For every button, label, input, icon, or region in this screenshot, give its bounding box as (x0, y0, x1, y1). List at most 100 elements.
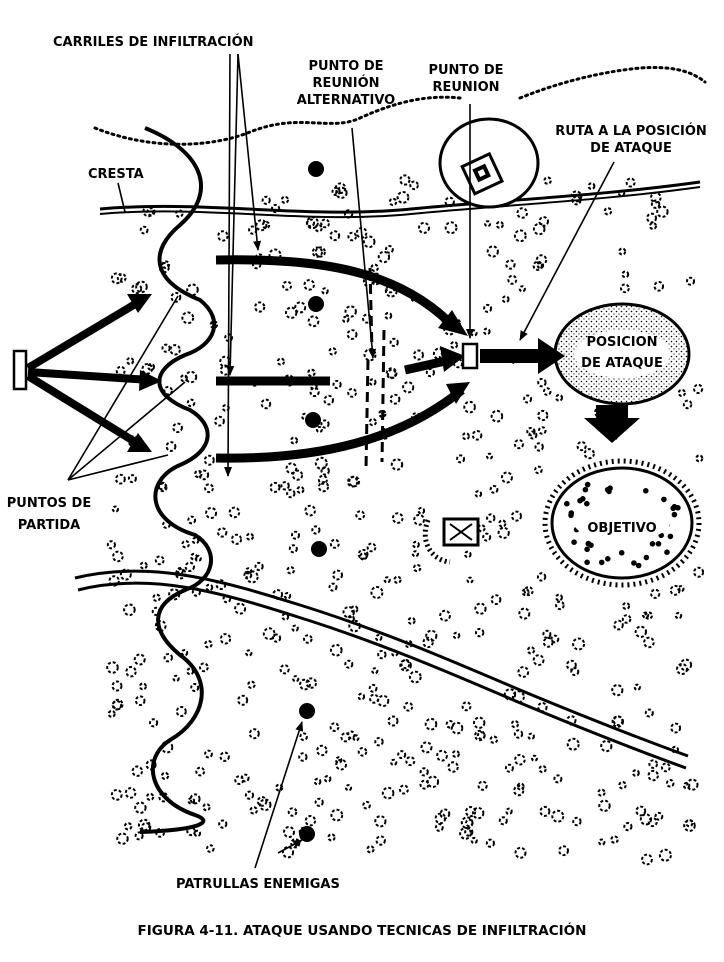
shrub-icon (377, 649, 387, 660)
shrub-icon (281, 846, 295, 859)
shrub-icon (461, 432, 470, 441)
shrub-icon (280, 195, 289, 204)
shrub-icon (362, 800, 371, 810)
shrub-icon (217, 527, 228, 538)
shrub-icon (247, 680, 256, 689)
shrub-icon (357, 747, 368, 757)
shrub-icon (695, 454, 704, 463)
shrub-icon (111, 700, 123, 711)
shrub-icon (161, 343, 171, 353)
shrub-icon (352, 734, 360, 742)
shrub-icon (311, 246, 323, 258)
shrub-icon (189, 793, 201, 805)
shrub-icon (314, 456, 328, 470)
shrub-icon (306, 218, 316, 228)
shrub-icon (633, 683, 641, 691)
shrub-icon (507, 274, 518, 285)
shrub-icon (309, 386, 320, 398)
shrub-icon (346, 329, 358, 340)
shrub-icon (693, 566, 705, 578)
shrub-icon (536, 261, 545, 270)
shrub-icon (471, 430, 483, 441)
shrub-icon (329, 230, 341, 242)
objective-cover-icon (571, 539, 577, 545)
shrub-icon (240, 773, 250, 783)
objective-cover-icon (670, 505, 676, 512)
shrub-icon (110, 789, 123, 801)
shrub-icon (647, 769, 659, 782)
shrub-icon (175, 568, 187, 580)
shrub-icon (369, 693, 380, 704)
shrub-icon (532, 222, 546, 236)
shrub-icon (649, 222, 657, 230)
shrub-icon (622, 602, 631, 610)
shrub-icon (139, 225, 149, 235)
shrub-icon (542, 636, 554, 648)
shrub-icon (518, 607, 531, 620)
shrub-icon (147, 363, 156, 371)
shrub-icon (294, 301, 307, 314)
shrub-icon (321, 287, 329, 295)
shrub-icon (347, 387, 358, 398)
start-point-marker (12, 349, 28, 391)
label-attack-position: POSICION DE ATAQUE (581, 335, 663, 371)
shrub-icon (459, 827, 472, 840)
shrub-icon (170, 291, 182, 303)
shrub-icon (523, 394, 533, 404)
shrub-icon (513, 439, 525, 450)
shrub-icon (350, 605, 359, 614)
shrub-icon (420, 741, 433, 754)
shrub-icon (500, 471, 513, 484)
shrub-icon (204, 640, 213, 649)
shrub-icon (291, 469, 304, 481)
shrub-icon (505, 807, 513, 815)
enemy-patrol (305, 412, 321, 428)
shrub-icon (405, 756, 416, 767)
shrub-icon (323, 775, 332, 783)
shrub-icon (377, 694, 390, 708)
shrub-icon (209, 320, 219, 329)
shrub-icon (489, 735, 498, 744)
shrub-icon (328, 582, 338, 592)
shrub-icon (536, 572, 547, 582)
shrub-icon (357, 692, 366, 701)
enemy-patrol (299, 826, 315, 842)
shrub-icon (329, 538, 340, 549)
shrub-icon (245, 649, 253, 657)
shrub-icon (572, 816, 582, 827)
shrub-icon (291, 530, 300, 540)
shrub-icon (175, 706, 187, 717)
shrub-icon (340, 732, 351, 743)
shrub-icon (456, 454, 466, 464)
shrub-icon (465, 806, 477, 818)
shrub-icon (256, 796, 268, 807)
shrub-icon (378, 409, 387, 418)
shrub-icon (618, 247, 627, 256)
shrub-icon (505, 259, 516, 270)
shrub-icon (504, 763, 514, 773)
shrub-icon (398, 784, 409, 795)
shrub-icon (439, 808, 451, 820)
shrub-icon (439, 609, 451, 622)
shrub-icon (218, 819, 228, 829)
shrub-icon (425, 629, 438, 642)
shrub-icon (299, 678, 311, 691)
objective-cover-icon (671, 511, 678, 518)
shrub-icon (532, 654, 545, 666)
shrub-icon (620, 283, 630, 294)
shrub-icon (194, 554, 202, 563)
shrub-icon (307, 315, 320, 328)
shrub-icon (534, 465, 543, 475)
shrub-icon (305, 677, 317, 689)
shrub-icon (474, 602, 487, 615)
shrub-icon (531, 754, 538, 762)
shrub-icon (363, 348, 377, 362)
shrub-icon (110, 272, 123, 285)
shrub-icon (671, 745, 680, 754)
shrub-icon (370, 586, 384, 599)
shrub-icon (245, 570, 259, 584)
shrub-icon (175, 209, 184, 218)
shrub-icon (205, 507, 218, 519)
enemy-patrol (308, 161, 324, 177)
shrub-icon (498, 816, 508, 826)
